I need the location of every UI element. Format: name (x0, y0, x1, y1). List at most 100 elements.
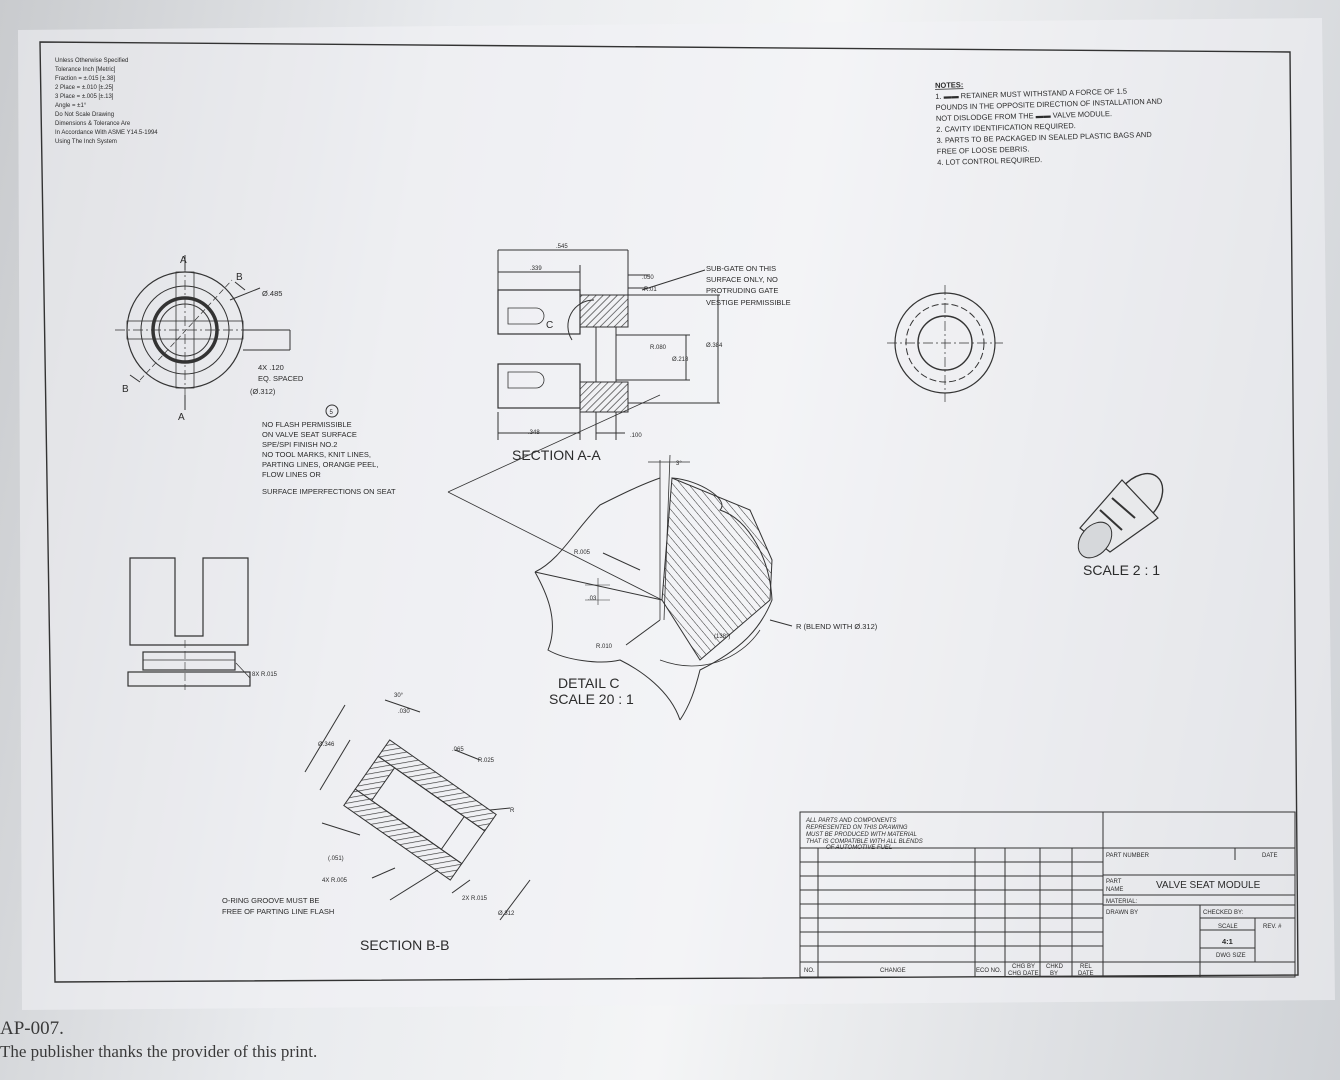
flash-note-line: FLOW LINES OR (262, 470, 321, 479)
material-note-line: OF AUTOMOTIVE FUEL (826, 845, 892, 851)
dim-angle-138: (138°) (714, 634, 730, 640)
part-name-label: PART (1106, 879, 1122, 885)
oring-note-line: O-RING GROOVE MUST BE (222, 896, 319, 905)
flash-note-line: SURFACE IMPERFECTIONS ON SEAT (262, 487, 396, 496)
dim-dia-312: (Ø.312) (250, 387, 276, 396)
tolerance-line: Do Not Scale Drawing (55, 112, 114, 118)
iso-scale: SCALE 2 : 1 (1083, 562, 1160, 578)
dim-r005: R.005 (574, 550, 591, 556)
tolerance-line: Unless Otherwise Specified (55, 58, 128, 64)
material-note-line: THAT IS COMPATIBLE WITH ALL BLENDS (806, 839, 923, 845)
dim-r080: R.080 (650, 345, 667, 351)
drawing-border (39, 41, 1299, 983)
side-view (127, 557, 251, 690)
tolerance-line: Dimensions & Tolerance Are (55, 121, 131, 127)
flash-note-line: PARTING LINES, ORANGE PEEL, (262, 460, 378, 469)
dim-339: .339 (530, 266, 542, 272)
part-name-value: VALVE SEAT MODULE (1156, 880, 1261, 891)
dim-eq-spaced: EQ. SPACED (258, 374, 304, 383)
section-a-a-view (497, 249, 720, 440)
detail-c-title: DETAIL C (558, 675, 619, 691)
dim-angle-30: 30° (394, 693, 404, 699)
tolerance-line: Tolerance Inch [Metric] (55, 67, 116, 73)
dim-051: (.051) (328, 856, 344, 862)
dim-2x-r015: 2X R.015 (462, 896, 488, 902)
col-rel: REL (1080, 964, 1092, 970)
material-note-line: REPRESENTED ON THIS DRAWING (806, 825, 908, 831)
detail-c-tag: C (546, 320, 553, 331)
dim-348: .348 (528, 430, 540, 436)
col-chkd: CHKD (1046, 964, 1064, 970)
subgate-note-line: SUB-GATE ON THIS (706, 264, 776, 273)
flash-note-line: SPE/SPI FINISH NO.2 (262, 440, 337, 449)
tolerance-line: 3 Place = ±.005 [±.13] (55, 94, 114, 100)
scale-value: 4:1 (1222, 937, 1233, 946)
drawn-by-label: DRAWN BY (1106, 910, 1138, 916)
checked-by-label: CHECKED BY: (1203, 910, 1244, 916)
subgate-note-line: VESTIGE PERMISSIBLE (706, 298, 791, 307)
material-note-line: MUST BE PRODUCED WITH MATERIAL (806, 832, 917, 838)
section-label-a: A (178, 412, 185, 423)
dim-r01: R.01 (644, 287, 657, 293)
dim-065: .065 (452, 747, 464, 753)
section-label-a: A (180, 255, 187, 266)
isometric-view (1077, 472, 1164, 559)
material-label: MATERIAL: (1106, 899, 1138, 905)
dim-050: .050 (642, 275, 654, 281)
note-balloon: 5 (330, 410, 334, 416)
dim-030: .030 (398, 709, 410, 715)
note-line: FREE OF LOOSE DEBRIS. (937, 144, 1030, 156)
col-no: NO. (804, 968, 815, 974)
dim-dia-485: Ø.485 (262, 289, 282, 298)
dim-blend: R (BLEND WITH Ø.312) (796, 622, 878, 631)
dim-100: .100 (630, 433, 642, 439)
col-chkd: BY (1050, 971, 1058, 977)
material-note-line: ALL PARTS AND COMPONENTS (805, 818, 896, 824)
dim-dia-346: Ø.346 (318, 742, 335, 748)
tolerance-line: 2 Place = ±.010 [±.25] (55, 85, 114, 91)
subgate-note-line: SURFACE ONLY, NO (706, 275, 778, 284)
section-label-b: B (236, 272, 243, 283)
flash-note-line: NO FLASH PERMISSIBLE (262, 420, 352, 429)
tolerance-line: Fraction = ±.015 [±.38] (55, 76, 115, 82)
section-b-b-title: SECTION B-B (360, 937, 449, 953)
scale-label: SCALE (1218, 924, 1238, 930)
rev-label: REV. # (1263, 924, 1282, 930)
col-chg-by: CHG BY (1012, 964, 1035, 970)
oring-note-line: FREE OF PARTING LINE FLASH (222, 907, 334, 916)
part-name-label: NAME (1106, 887, 1123, 893)
flash-note-line: ON VALVE SEAT SURFACE (262, 430, 357, 439)
figure-caption: AP-007. The publisher thanks the provide… (0, 1018, 317, 1062)
col-eco: ECO NO. (976, 968, 1002, 974)
front-view (115, 255, 291, 410)
tolerance-line: Using The Inch System (55, 139, 117, 145)
dim-angle-3: 3° (676, 461, 682, 467)
dim-8x-r015: 8X R.015 (252, 672, 278, 678)
section-b-b-view (304, 699, 531, 921)
caption-credit: The publisher thanks the provider of thi… (0, 1042, 318, 1061)
date-label: DATE (1262, 853, 1278, 859)
dim-545: .545 (556, 244, 568, 250)
col-chg-date: CHG DATE (1008, 971, 1039, 977)
dim-r010: R.010 (596, 644, 613, 650)
dwg-size-label: DWG SIZE (1216, 953, 1246, 959)
dim-r: R (510, 808, 515, 814)
notes-title: NOTES: (935, 80, 964, 90)
tolerance-line: Angle = ±1° (55, 103, 87, 109)
dim-4x-r005: 4X R.005 (322, 878, 348, 884)
caption-id: AP-007. (0, 1018, 64, 1039)
section-a-a-title: SECTION A-A (512, 447, 601, 463)
detail-c-scale: SCALE 20 : 1 (549, 691, 634, 707)
part-number-label: PART NUMBER (1106, 853, 1150, 859)
note-line: 4. LOT CONTROL REQUIRED. (937, 155, 1042, 167)
dim-4x-120: 4X .120 (258, 363, 284, 372)
top-view (887, 285, 1003, 402)
dim-dia-312-bb: Ø.312 (498, 911, 515, 917)
col-rel: DATE (1078, 971, 1094, 977)
section-label-b: B (122, 384, 129, 395)
dim-03: .03 (588, 596, 597, 602)
dim-dia-218: Ø.218 (672, 357, 689, 363)
detail-c-view (534, 454, 793, 721)
subgate-note-line: PROTRUDING GATE (706, 286, 778, 295)
